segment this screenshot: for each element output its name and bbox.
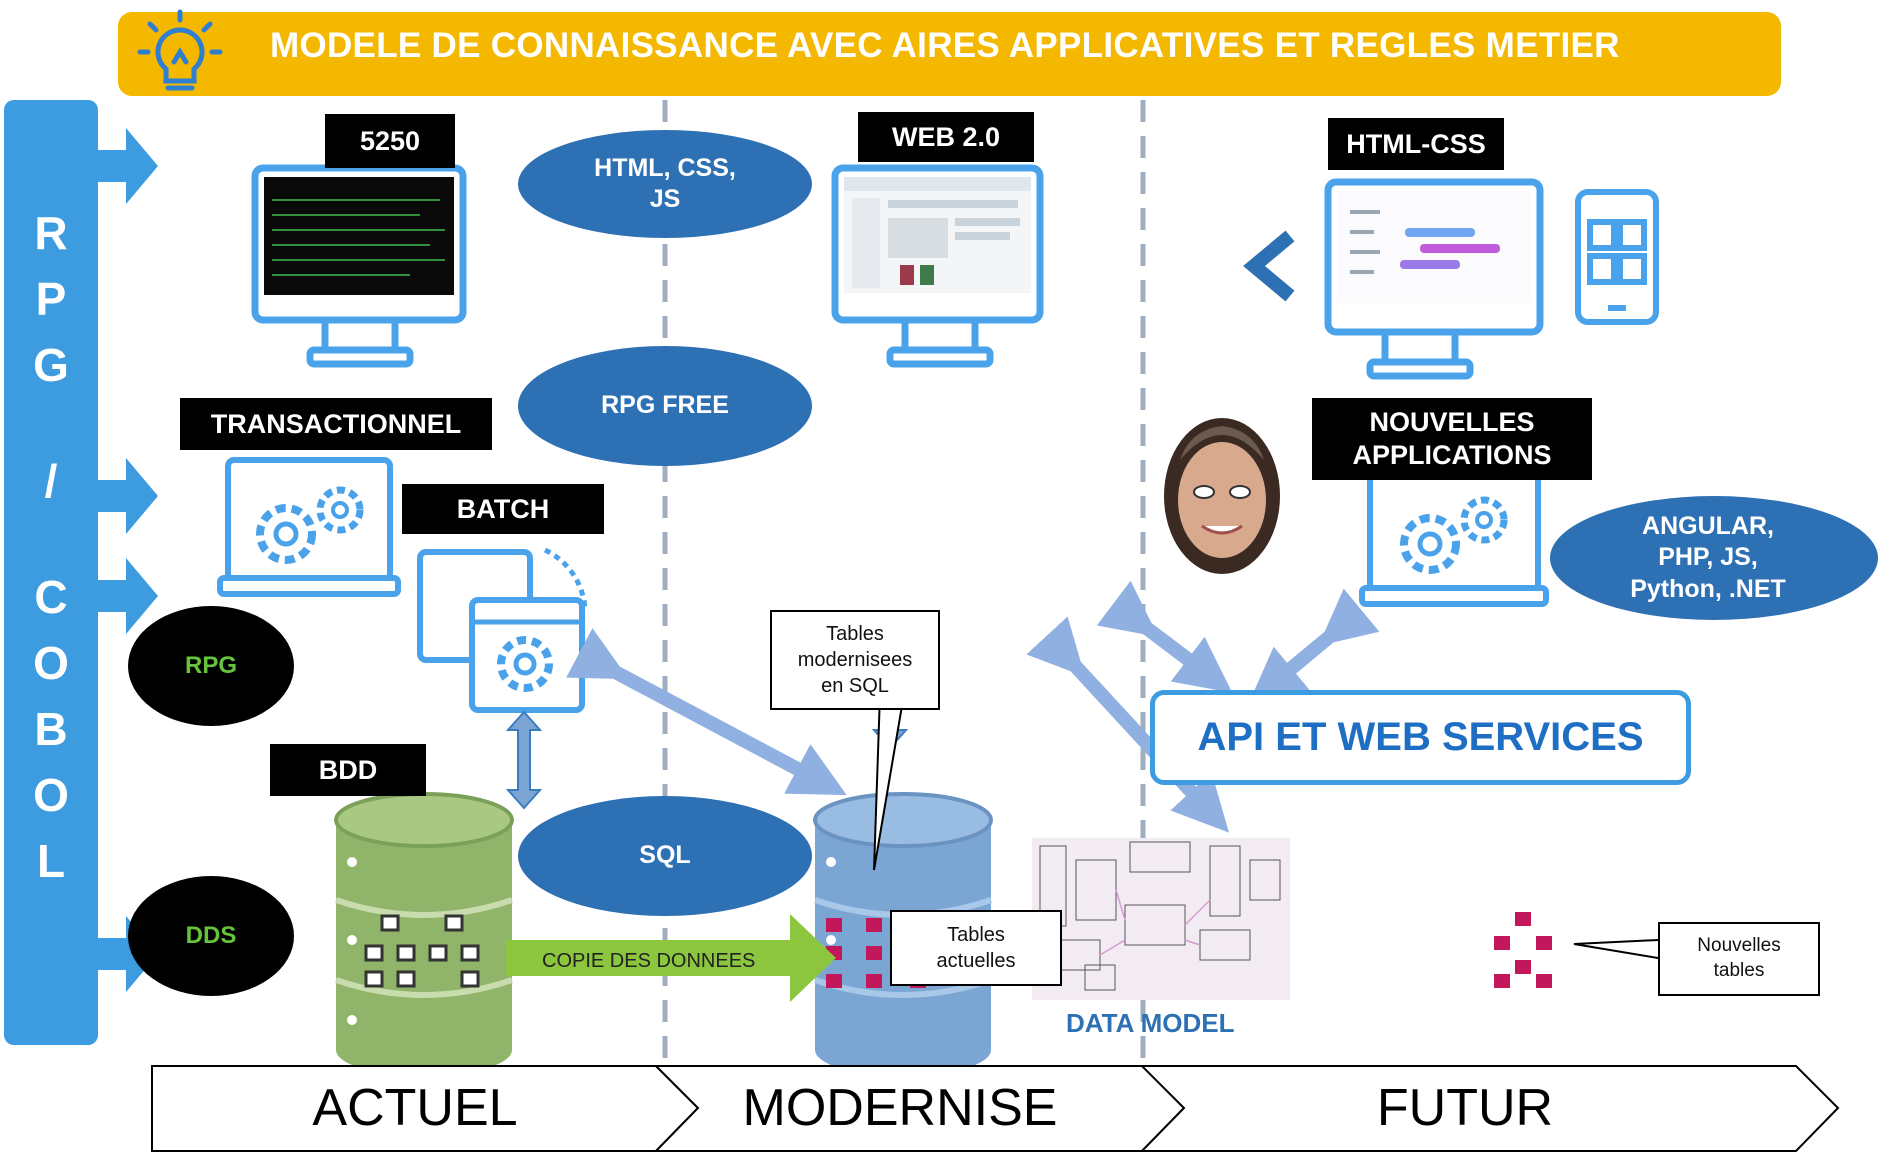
- mobile-app-icon: [1575, 189, 1659, 325]
- ellipse-frameworks: ANGULAR, PHP, JS, Python, .NET: [1550, 496, 1878, 620]
- callout-tables-actuelles: Tables actuelles: [890, 910, 1062, 986]
- tag-batch: BATCH: [402, 484, 604, 534]
- tag-bdd: BDD: [270, 744, 426, 796]
- ellipse-html-css-js: HTML, CSS, JS: [518, 130, 812, 238]
- callout-tables-actuelles-line2: actuelles: [936, 950, 1016, 972]
- ellipse-frameworks-line3: Python, .NET: [1630, 574, 1786, 603]
- bubble-dds: DDS: [128, 876, 294, 996]
- monitor-web20-icon: [831, 164, 1044, 368]
- ellipse-frameworks-line1: ANGULAR,: [1642, 512, 1774, 541]
- monitor-htmlcss-icon: [1324, 178, 1544, 380]
- callout-tables-modernisees: Tables modernisees en SQL: [770, 610, 940, 710]
- ellipse-frameworks-line2: PHP, JS,: [1658, 543, 1758, 572]
- ellipse-html-css-js-line1: HTML, CSS,: [594, 153, 736, 182]
- sidebar-letter: B: [34, 703, 68, 755]
- laptop-gears-transactionnel-icon: [217, 457, 401, 597]
- sidebar-arrows: [96, 128, 158, 992]
- rpg-cobol-sidebar: [4, 100, 98, 1045]
- tables-hierarchy-actuel-icon: [364, 914, 480, 988]
- monitor-5250-icon: [251, 164, 467, 368]
- tag-transactionnel: TRANSACTIONNEL: [180, 398, 492, 450]
- ellipse-rpg-free: RPG FREE: [518, 346, 812, 466]
- callout-pointers: [873, 693, 1659, 959]
- title-banner: [118, 12, 1781, 96]
- sidebar-letter: R: [34, 207, 68, 259]
- callout-nouvelles-tables-line1: Nouvelles: [1697, 935, 1781, 957]
- phase-actuel: ACTUEL: [312, 1079, 518, 1137]
- tag-web20: WEB 2.0: [858, 112, 1034, 162]
- callout-nouvelles-tables: Nouvelles tables: [1658, 922, 1820, 996]
- callout-nouvelles-tables-line2: tables: [1713, 960, 1765, 981]
- copy-data-arrow: [505, 914, 836, 1002]
- database-actuel-icon: [334, 792, 514, 1076]
- tag-nouvelles-line2: APPLICATIONS: [1352, 440, 1552, 470]
- ellipse-html-css-js-line2: JS: [649, 185, 681, 213]
- sidebar-letter: O: [33, 637, 69, 689]
- tag-nouvelles-applications: NOUVELLES APPLICATIONS: [1312, 398, 1592, 480]
- batch-window-gear-icon: [417, 547, 588, 713]
- copy-data-label: COPIE DES DONNEES: [542, 950, 756, 972]
- data-model-thumbnail: [1032, 838, 1290, 1000]
- tag-5250: 5250: [325, 114, 455, 168]
- bubble-rpg: RPG: [128, 606, 294, 726]
- tag-html-css: HTML-CSS: [1328, 118, 1504, 170]
- chevron-left-icon: [1243, 230, 1295, 302]
- phase-chevrons: [151, 1065, 1840, 1152]
- sidebar-letter: P: [35, 273, 67, 325]
- sidebar-label: R P G / C O B O L: [4, 200, 98, 894]
- callout-tables-modernisees-line2: modernisees: [797, 649, 913, 671]
- new-tables-hierarchy-icon: [1494, 912, 1552, 988]
- diagonal-double-arrows: [566, 580, 1380, 833]
- sidebar-letter: /: [44, 455, 58, 507]
- sidebar-letter: O: [33, 769, 69, 821]
- sidebar-letter: C: [34, 571, 68, 623]
- laptop-gears-nouvelles-icon: [1359, 467, 1549, 607]
- callout-tables-modernisees-line3: en SQL: [821, 675, 889, 697]
- api-web-services-box: API ET WEB SERVICES: [1150, 690, 1691, 785]
- sidebar-letter: L: [36, 835, 66, 887]
- phase-futur: FUTUR: [1376, 1079, 1554, 1137]
- callout-tables-actuelles-line1: Tables: [947, 924, 1005, 946]
- tag-nouvelles-line1: NOUVELLES: [1369, 407, 1535, 437]
- phase-modernise: MODERNISE: [742, 1079, 1058, 1137]
- lightbulb-icon: [137, 9, 223, 91]
- data-model-label: DATA MODEL: [1066, 1008, 1235, 1038]
- callout-tables-modernisees-line1: Tables: [826, 623, 884, 645]
- presenter-photo: [1164, 418, 1280, 574]
- sidebar-letter: G: [33, 339, 69, 391]
- ellipse-sql: SQL: [518, 796, 812, 916]
- banner-title: MODELE DE CONNAISSANCE AVEC AIRES APPLIC…: [270, 26, 1620, 65]
